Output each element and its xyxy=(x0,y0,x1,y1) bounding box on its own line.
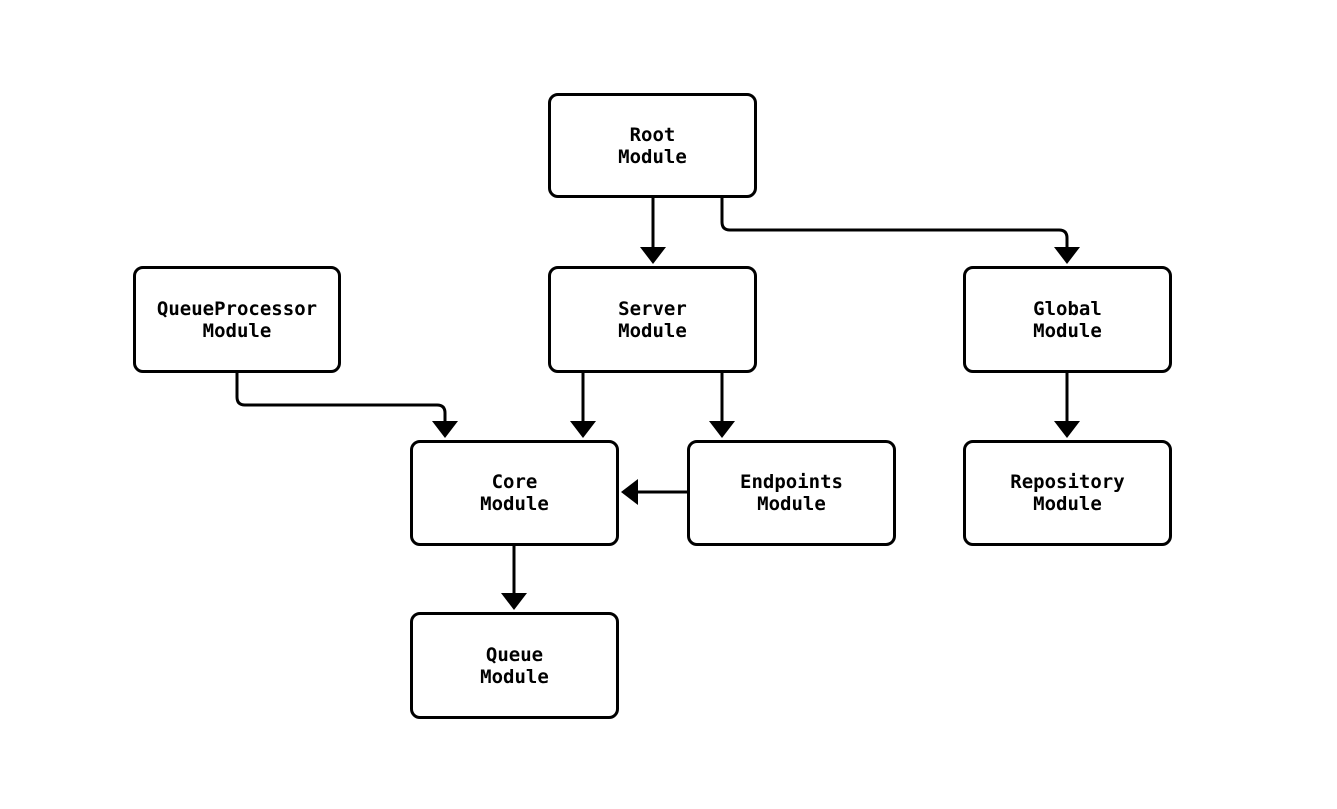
node-label: Repository Module xyxy=(1010,471,1125,515)
node-root-module: Root Module xyxy=(548,93,757,198)
node-core-module: Core Module xyxy=(410,440,619,546)
edge-line xyxy=(235,373,447,424)
edge-core-to-queue xyxy=(501,546,527,610)
edge-root-to-global xyxy=(720,198,1080,264)
node-label: QueueProcessor Module xyxy=(156,297,318,342)
arrowhead-icon xyxy=(501,593,527,610)
node-label: Core Module xyxy=(480,471,549,515)
node-server-module: Server Module xyxy=(548,266,757,373)
node-queueprocessor-module: QueueProcessor Module xyxy=(133,266,341,373)
edge-root-to-server xyxy=(640,198,666,264)
node-label: Root Module xyxy=(618,123,687,168)
node-label: Server Module xyxy=(618,297,687,342)
edge-queueprocessor-to-core xyxy=(235,373,458,438)
node-label: Endpoints Module xyxy=(740,471,843,515)
node-global-module: Global Module xyxy=(963,266,1172,373)
edge-line xyxy=(720,198,1069,250)
node-label: Global Module xyxy=(1033,297,1102,342)
node-label: Queue Module xyxy=(480,643,549,688)
edge-server-to-endpoints xyxy=(709,373,735,438)
edge-endpoints-to-core xyxy=(621,479,687,505)
arrowhead-icon xyxy=(621,479,638,505)
edge-global-to-repository xyxy=(1054,373,1080,438)
node-queue-module: Queue Module xyxy=(410,612,619,719)
arrowhead-icon xyxy=(432,421,458,438)
node-repository-module: Repository Module xyxy=(963,440,1172,546)
arrowhead-icon xyxy=(1054,247,1080,264)
node-endpoints-module: Endpoints Module xyxy=(687,440,896,546)
arrowhead-icon xyxy=(570,421,596,438)
edge-server-to-core xyxy=(570,373,596,438)
arrowhead-icon xyxy=(709,421,735,438)
arrowhead-icon xyxy=(640,247,666,264)
arrowhead-icon xyxy=(1054,421,1080,438)
